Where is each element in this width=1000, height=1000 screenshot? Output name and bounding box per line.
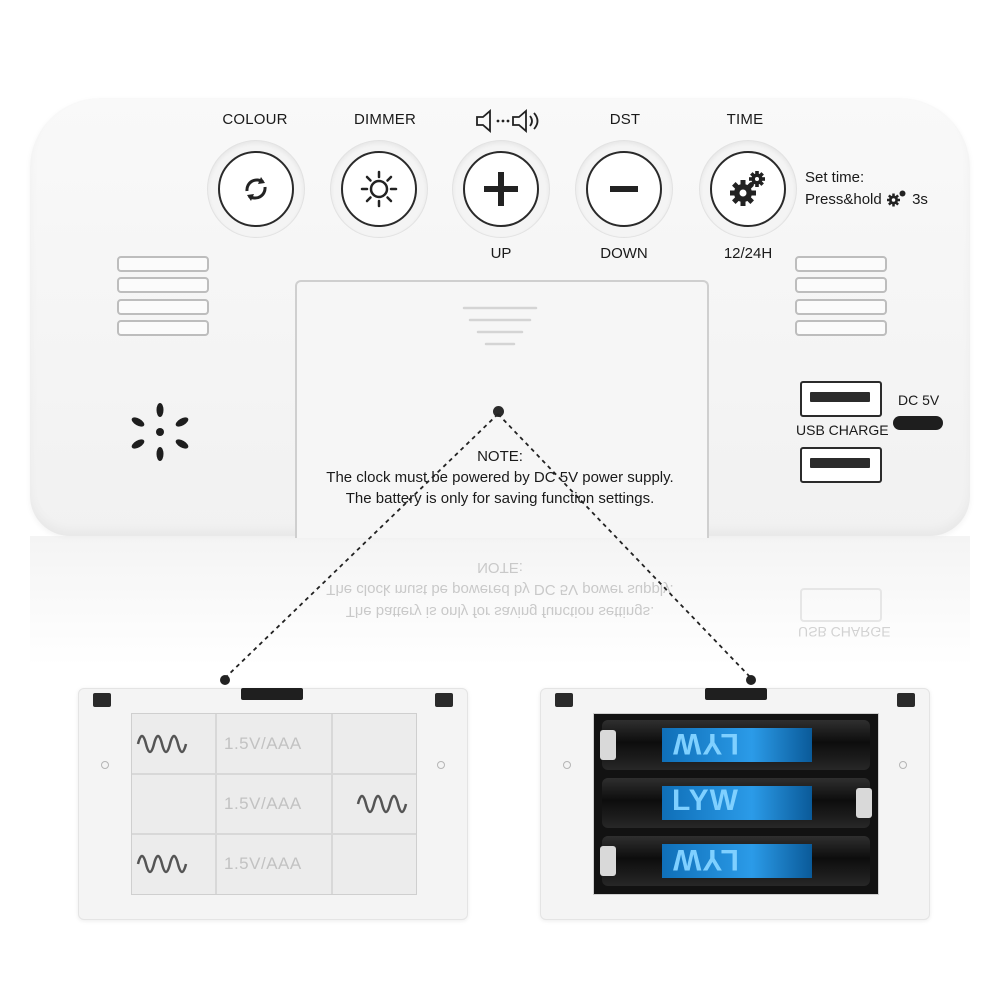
speaker-volume-icon: [453, 108, 563, 138]
sun-icon: [360, 170, 398, 208]
dc-port[interactable]: [893, 416, 943, 430]
battery-brand: LYW: [672, 727, 739, 760]
dc-label: DC 5V: [898, 392, 940, 408]
battery: LYW: [602, 778, 872, 828]
usb-port-1[interactable]: [800, 381, 882, 417]
battery-brand: LYW: [672, 843, 739, 876]
battery-compartment: 1.5V/AAA 1.5V/AAA 1.5V/AAA: [131, 713, 417, 895]
slot-label: 1.5V/AAA: [224, 734, 302, 753]
time-label: TIME: [726, 111, 764, 128]
battery-brand: LYW: [672, 784, 739, 817]
down-label: DOWN: [600, 245, 648, 262]
speaker-vent: [795, 256, 887, 272]
slot-label: 1.5V/AAA: [224, 794, 302, 813]
loaded-compartment-photo: LYW LYW LYW: [540, 688, 930, 920]
panel-reflection: [30, 536, 970, 666]
plus-icon: [484, 172, 518, 206]
speaker-vent: [795, 277, 887, 293]
battery: LYW: [600, 720, 870, 770]
hour-mode-label: 12/24H: [723, 245, 773, 262]
battery: LYW: [600, 836, 870, 886]
door-screw: [493, 406, 504, 417]
dst-label: DST: [609, 111, 641, 128]
speaker-vent: [117, 320, 209, 336]
colour-button[interactable]: [208, 141, 304, 237]
reflected-usb-port: [800, 588, 882, 622]
slot-label: 1.5V/AAA: [224, 854, 302, 873]
dimmer-label: DIMMER: [353, 111, 417, 128]
speaker-vent: [117, 299, 209, 315]
empty-compartment-photo: 1.5V/AAA 1.5V/AAA 1.5V/AAA: [78, 688, 468, 920]
speaker-vent: [795, 320, 887, 336]
set-time-hint: Set time: Press&hold 3s: [805, 169, 928, 208]
usb-port-2[interactable]: [800, 447, 882, 483]
refresh-icon: [245, 177, 267, 201]
door-grip-icon: [462, 306, 538, 346]
up-button[interactable]: [453, 141, 549, 237]
colour-label: COLOUR: [222, 111, 288, 128]
gear-icon: [730, 171, 765, 206]
speaker-vent: [117, 256, 209, 272]
time-button[interactable]: [700, 141, 796, 237]
gear-icon: [886, 190, 906, 207]
up-label: UP: [490, 245, 512, 262]
power-note: NOTE: The clock must be powered by DC 5V…: [326, 448, 674, 507]
sound-sensor-icon: [131, 403, 189, 461]
speaker-vent: [117, 277, 209, 293]
battery-compartment: LYW LYW LYW: [593, 713, 879, 895]
dimmer-button[interactable]: [331, 141, 427, 237]
speaker-vent: [795, 299, 887, 315]
minus-icon: [610, 186, 638, 192]
down-button[interactable]: [576, 141, 672, 237]
usb-charge-label: USB CHARGE: [796, 422, 889, 438]
